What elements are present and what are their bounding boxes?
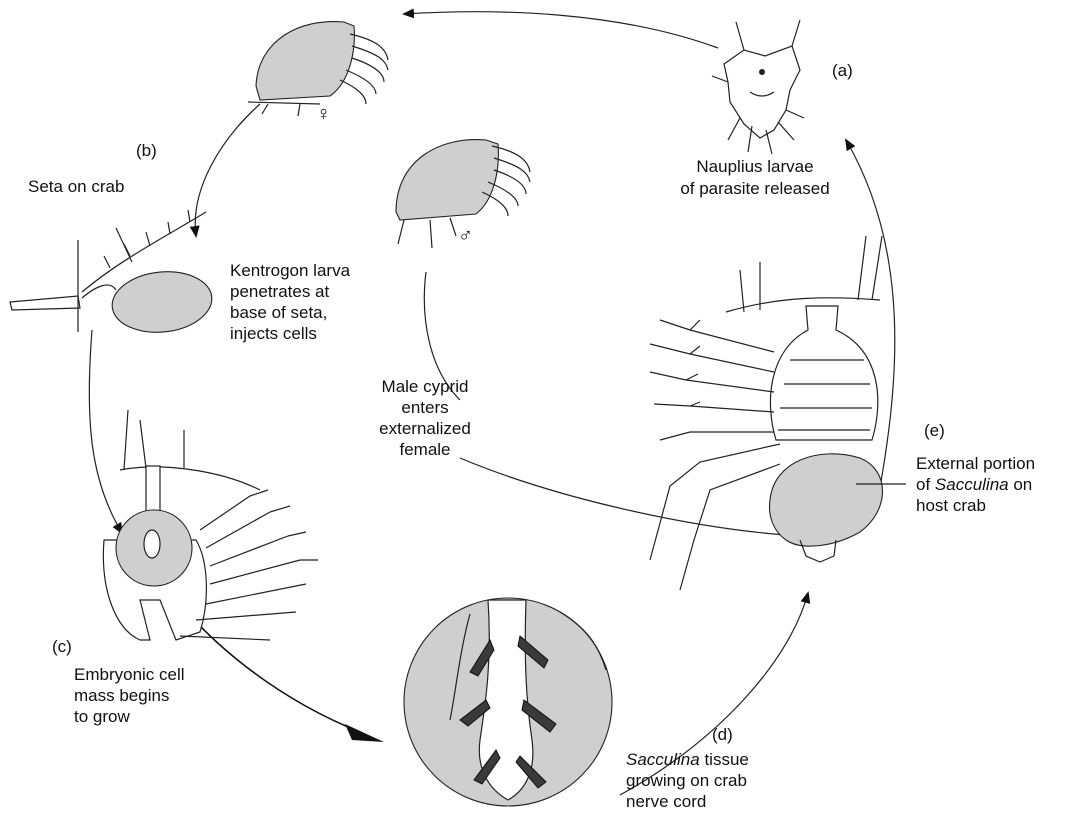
external-caption-pre: of [916,475,935,494]
male-caption-line-3: externalized [340,418,510,439]
seta-pointer-line [116,228,132,262]
label-b: (b) [136,140,157,161]
kentrogon-seta-drawing [10,210,215,337]
sacculina-caption-line-1: Sacculina tissue [626,749,749,770]
label-e: (e) [924,420,945,441]
sacculina-italic: Sacculina [626,750,700,769]
kentrogon-caption-line-2: penetrates at [230,281,329,302]
male-caption-line-2: enters [340,397,510,418]
kentrogon-caption-line-3: base of seta, [230,302,327,323]
sacculina-caption-line-2: growing on crab [626,770,747,791]
arrow-cypris-to-kentrogon [195,104,260,236]
female-cypris-drawing [248,22,388,116]
external-caption-italic: Sacculina [935,475,1009,494]
nauplius-caption-line-1: Nauplius larvae [640,156,870,177]
arrow-kentrogon-to-embryonic [89,330,122,533]
crab-embryonic-drawing [103,410,318,640]
nauplius-caption-line-2: of parasite released [640,178,870,199]
kentrogon-caption-line-4: injects cells [230,323,317,344]
male-caption-line-1: Male cyprid [340,376,510,397]
external-caption-line-1: External portion [916,453,1035,474]
arrow-nauplius-to-cypris [404,12,718,48]
sacculina-caption-line-3: nerve cord [626,791,706,812]
nauplius-larva-drawing [712,20,804,154]
male-caption-line-4: female [340,439,510,460]
arrow-male-entry [460,458,800,536]
arrow-nerve-cord-head [345,724,384,742]
external-caption-line-2: of Sacculina on [916,474,1032,495]
female-symbol: ♀ [316,104,331,125]
sacculina-caption-rest: tissue [700,750,749,769]
nerve-cord-tissue-drawing [404,598,612,806]
embryonic-caption-line-2: mass begins [74,685,169,706]
male-symbol: ♂ [458,226,473,247]
kentrogon-caption-line-1: Kentrogon larva [230,260,350,281]
embryonic-caption-line-1: Embryonic cell [74,664,185,685]
embryonic-caption-line-3: to grow [74,706,130,727]
label-c: (c) [52,636,72,657]
external-caption-line-3: host crab [916,495,986,516]
seta-label: Seta on crab [28,176,124,197]
label-d: (d) [712,724,733,745]
label-a: (a) [832,60,853,81]
external-caption-post: on [1009,475,1033,494]
